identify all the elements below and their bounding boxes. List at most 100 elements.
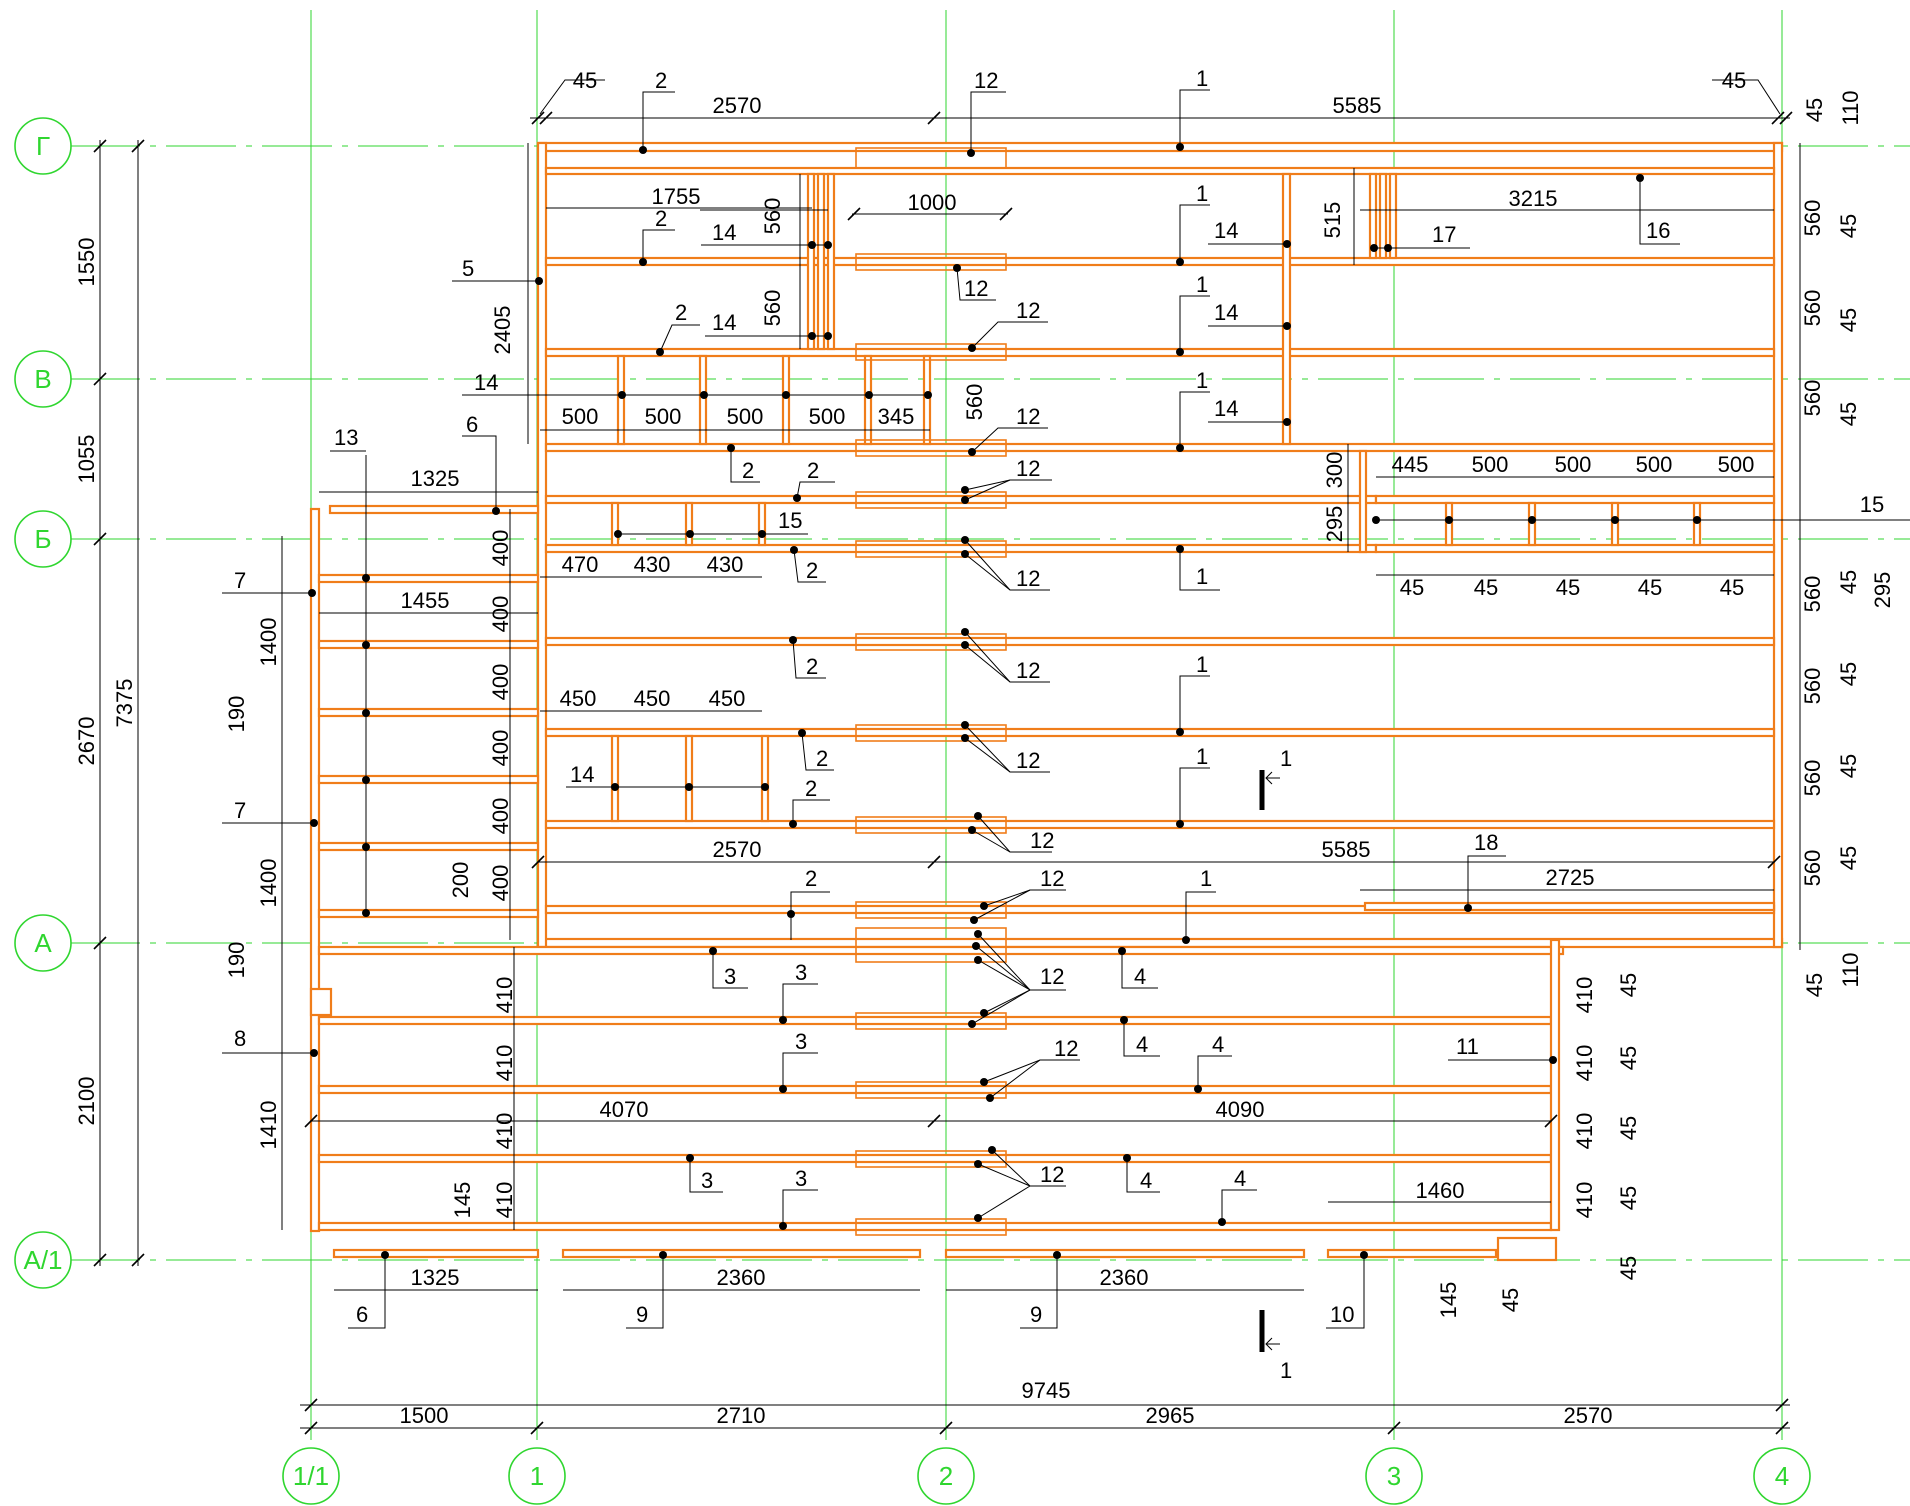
mark-2-d: 2 [727, 444, 760, 483]
svg-text:14: 14 [474, 370, 498, 395]
dim-2725: 2725 [1546, 865, 1595, 890]
axis-bubble-3: 3 [1365, 1447, 1423, 1505]
mark-14-c: 14 [462, 370, 932, 399]
dim-7375: 7375 [112, 679, 137, 728]
svg-text:3: 3 [795, 960, 807, 985]
mark-15-a: 15 [614, 508, 808, 538]
dim-500-d: 500 [809, 404, 846, 429]
dim-1400-a: 1400 [256, 618, 281, 667]
svg-text:12: 12 [974, 68, 998, 93]
svg-text:1: 1 [1200, 866, 1212, 891]
dim-500-h: 500 [1718, 452, 1755, 477]
dim-1325-top: 1325 [411, 466, 460, 491]
dim-45-r-a: 45 [1836, 214, 1861, 238]
svg-text:2: 2 [806, 558, 818, 583]
svg-text:1: 1 [1196, 181, 1208, 206]
dim-3215: 3215 [1509, 186, 1558, 211]
mark-14-a: 14 [700, 209, 832, 249]
svg-text:Г: Г [36, 131, 50, 161]
dim-45-r-f: 45 [1836, 754, 1861, 778]
mark-1-a: 1 [1176, 66, 1210, 151]
dim-15: 15 [1860, 492, 1884, 517]
svg-text:3: 3 [701, 1168, 713, 1193]
dim-400-d: 400 [488, 730, 513, 767]
dim-4090: 4090 [1216, 1097, 1265, 1122]
mark-5: 5 [452, 256, 543, 285]
mark-1-h: 1 [1182, 866, 1216, 944]
mark-1-e: 1 [1176, 545, 1220, 591]
dim-410-h: 410 [1572, 1182, 1597, 1219]
mark-3-e: 3 [779, 1166, 818, 1230]
mark-12-h: 12 [961, 721, 1050, 773]
dim-1055: 1055 [74, 435, 99, 484]
dim-400-b: 400 [488, 596, 513, 633]
dim-45-lower-e: 45 [1616, 1256, 1641, 1280]
svg-text:3: 3 [795, 1166, 807, 1191]
axis-bubble-G: Г [14, 117, 72, 175]
splice-plates [855, 147, 1007, 1236]
mark-12-j: 12 [970, 866, 1066, 924]
dim-2965: 2965 [1146, 1403, 1195, 1428]
mark-3-a: 3 [709, 947, 748, 989]
svg-text:1/1: 1/1 [293, 1461, 329, 1491]
svg-text:4: 4 [1234, 1166, 1246, 1191]
mark-4-c: 4 [1194, 1032, 1232, 1093]
svg-text:5: 5 [462, 256, 474, 281]
dim-2570-mid: 2570 [713, 837, 762, 862]
dim-45-lower-c: 45 [1616, 1116, 1641, 1140]
dim-2100: 2100 [74, 1077, 99, 1126]
dim-2360-a: 2360 [717, 1265, 766, 1290]
mark-2-e: 2 [793, 458, 835, 502]
svg-text:4: 4 [1775, 1461, 1789, 1491]
svg-text:2: 2 [939, 1461, 953, 1491]
mark-8: 8 [222, 1026, 318, 1057]
svg-text:7: 7 [234, 568, 246, 593]
mark-12-n: 12 [974, 1146, 1066, 1222]
svg-text:12: 12 [1016, 456, 1040, 481]
dim-1460: 1460 [1416, 1178, 1465, 1203]
mark-3-b: 3 [779, 960, 818, 1024]
dimension-lines: 9745 1500 2710 2965 2570 7375 1550 1055 … [74, 68, 1895, 1435]
svg-text:17: 17 [1432, 222, 1456, 247]
dim-45-r4: 45 [1638, 575, 1662, 600]
svg-text:2: 2 [675, 300, 687, 325]
mark-12-l [980, 989, 1031, 1017]
dim-190-b: 190 [224, 942, 249, 979]
svg-text:12: 12 [1016, 658, 1040, 683]
svg-text:3: 3 [795, 1029, 807, 1054]
svg-text:14: 14 [1214, 396, 1238, 421]
dim-560-r7: 560 [1800, 850, 1825, 887]
svg-text:1: 1 [1196, 368, 1208, 393]
mark-12-b: 12 [953, 264, 996, 301]
mark-2-g: 2 [789, 636, 826, 679]
svg-text:12: 12 [1040, 964, 1064, 989]
mark-2-b: 2 [639, 206, 675, 266]
mark-12-k: 12 [968, 930, 1066, 1028]
svg-text:15: 15 [778, 508, 802, 533]
dim-500-c: 500 [727, 404, 764, 429]
svg-text:3: 3 [724, 964, 736, 989]
svg-text:1: 1 [1196, 744, 1208, 769]
framing-beams [309, 141, 1784, 1262]
mark-1-b: 1 [1176, 181, 1210, 266]
dim-450-b: 450 [634, 686, 671, 711]
svg-text:6: 6 [356, 1302, 368, 1327]
dim-45-r-c: 45 [1836, 402, 1861, 426]
svg-text:14: 14 [712, 310, 736, 335]
dim-470: 470 [562, 552, 599, 577]
dim-400-f: 400 [488, 865, 513, 902]
svg-text:А/1: А/1 [23, 1245, 62, 1275]
dim-45-r-e: 45 [1836, 662, 1861, 686]
dim-500-f: 500 [1555, 452, 1592, 477]
dim-430-a: 430 [634, 552, 671, 577]
dim-45-r-b: 45 [1836, 308, 1861, 332]
svg-text:9: 9 [636, 1302, 648, 1327]
dim-560-r3: 560 [1800, 380, 1825, 417]
svg-text:1: 1 [1196, 652, 1208, 677]
dim-410-f: 410 [1572, 1045, 1597, 1082]
dim-500-a: 500 [562, 404, 599, 429]
svg-text:13: 13 [334, 425, 358, 450]
dim-2710: 2710 [717, 1403, 766, 1428]
svg-text:12: 12 [1016, 404, 1040, 429]
mark-14-d: 14 [566, 762, 769, 791]
